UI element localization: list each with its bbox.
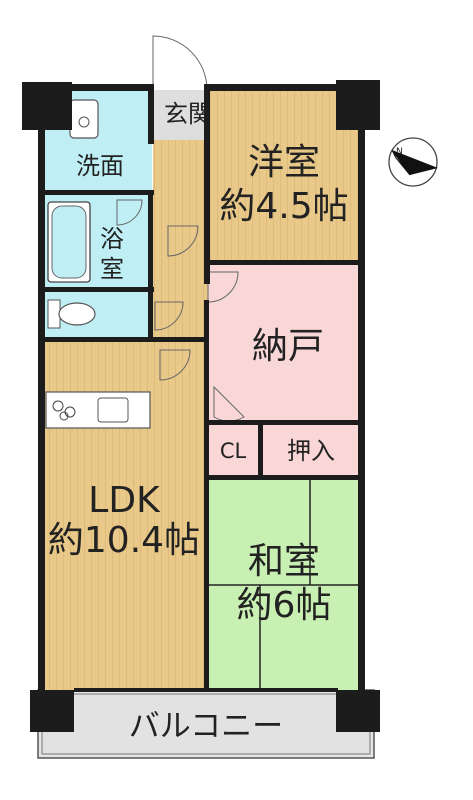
western-room: 洋室 約4.5帖 <box>208 90 358 260</box>
closet: CL <box>208 425 258 475</box>
storage-room: 納戸 <box>208 265 358 420</box>
ldk: LDK 約10.4帖 <box>44 342 204 690</box>
closet-label: CL <box>220 439 247 463</box>
door-swings <box>116 199 245 422</box>
north-arrow-icon: N <box>388 137 438 187</box>
ldk-name: LDK <box>88 480 161 521</box>
hallway <box>153 140 208 340</box>
western-room-size: 約4.5帖 <box>219 186 348 227</box>
bathroom: 浴 室 <box>44 195 152 287</box>
toilet-room <box>44 292 152 337</box>
toilet-tank-icon <box>47 299 61 329</box>
entrance-door-swing <box>152 35 208 91</box>
storage-room-label: 納戸 <box>252 326 324 367</box>
kitchen-sink-icon <box>97 397 129 423</box>
oshiire-label: 押入 <box>287 437 335 465</box>
sink-icon <box>69 99 99 139</box>
svg-text:N: N <box>396 147 403 157</box>
japanese-room-size: 約6帖 <box>237 585 332 626</box>
bathroom-label-line1: 浴 <box>100 225 124 253</box>
walls <box>22 80 380 732</box>
western-room-name: 洋室 <box>248 142 320 183</box>
japanese-room-name: 和室 <box>248 541 320 582</box>
bathroom-label-line2: 室 <box>100 255 124 283</box>
entrance: 玄関 <box>152 35 212 140</box>
washroom-label: 洗面 <box>76 152 124 180</box>
stove-burner-icon <box>52 400 64 412</box>
toilet-icon <box>58 302 96 326</box>
japanese-room: 和室 約6帖 <box>208 480 358 690</box>
ldk-size: 約10.4帖 <box>48 520 200 561</box>
oshiire: 押入 <box>263 425 358 475</box>
balcony-label: バルコニー <box>129 709 283 745</box>
balcony: バルコニー <box>37 689 375 759</box>
